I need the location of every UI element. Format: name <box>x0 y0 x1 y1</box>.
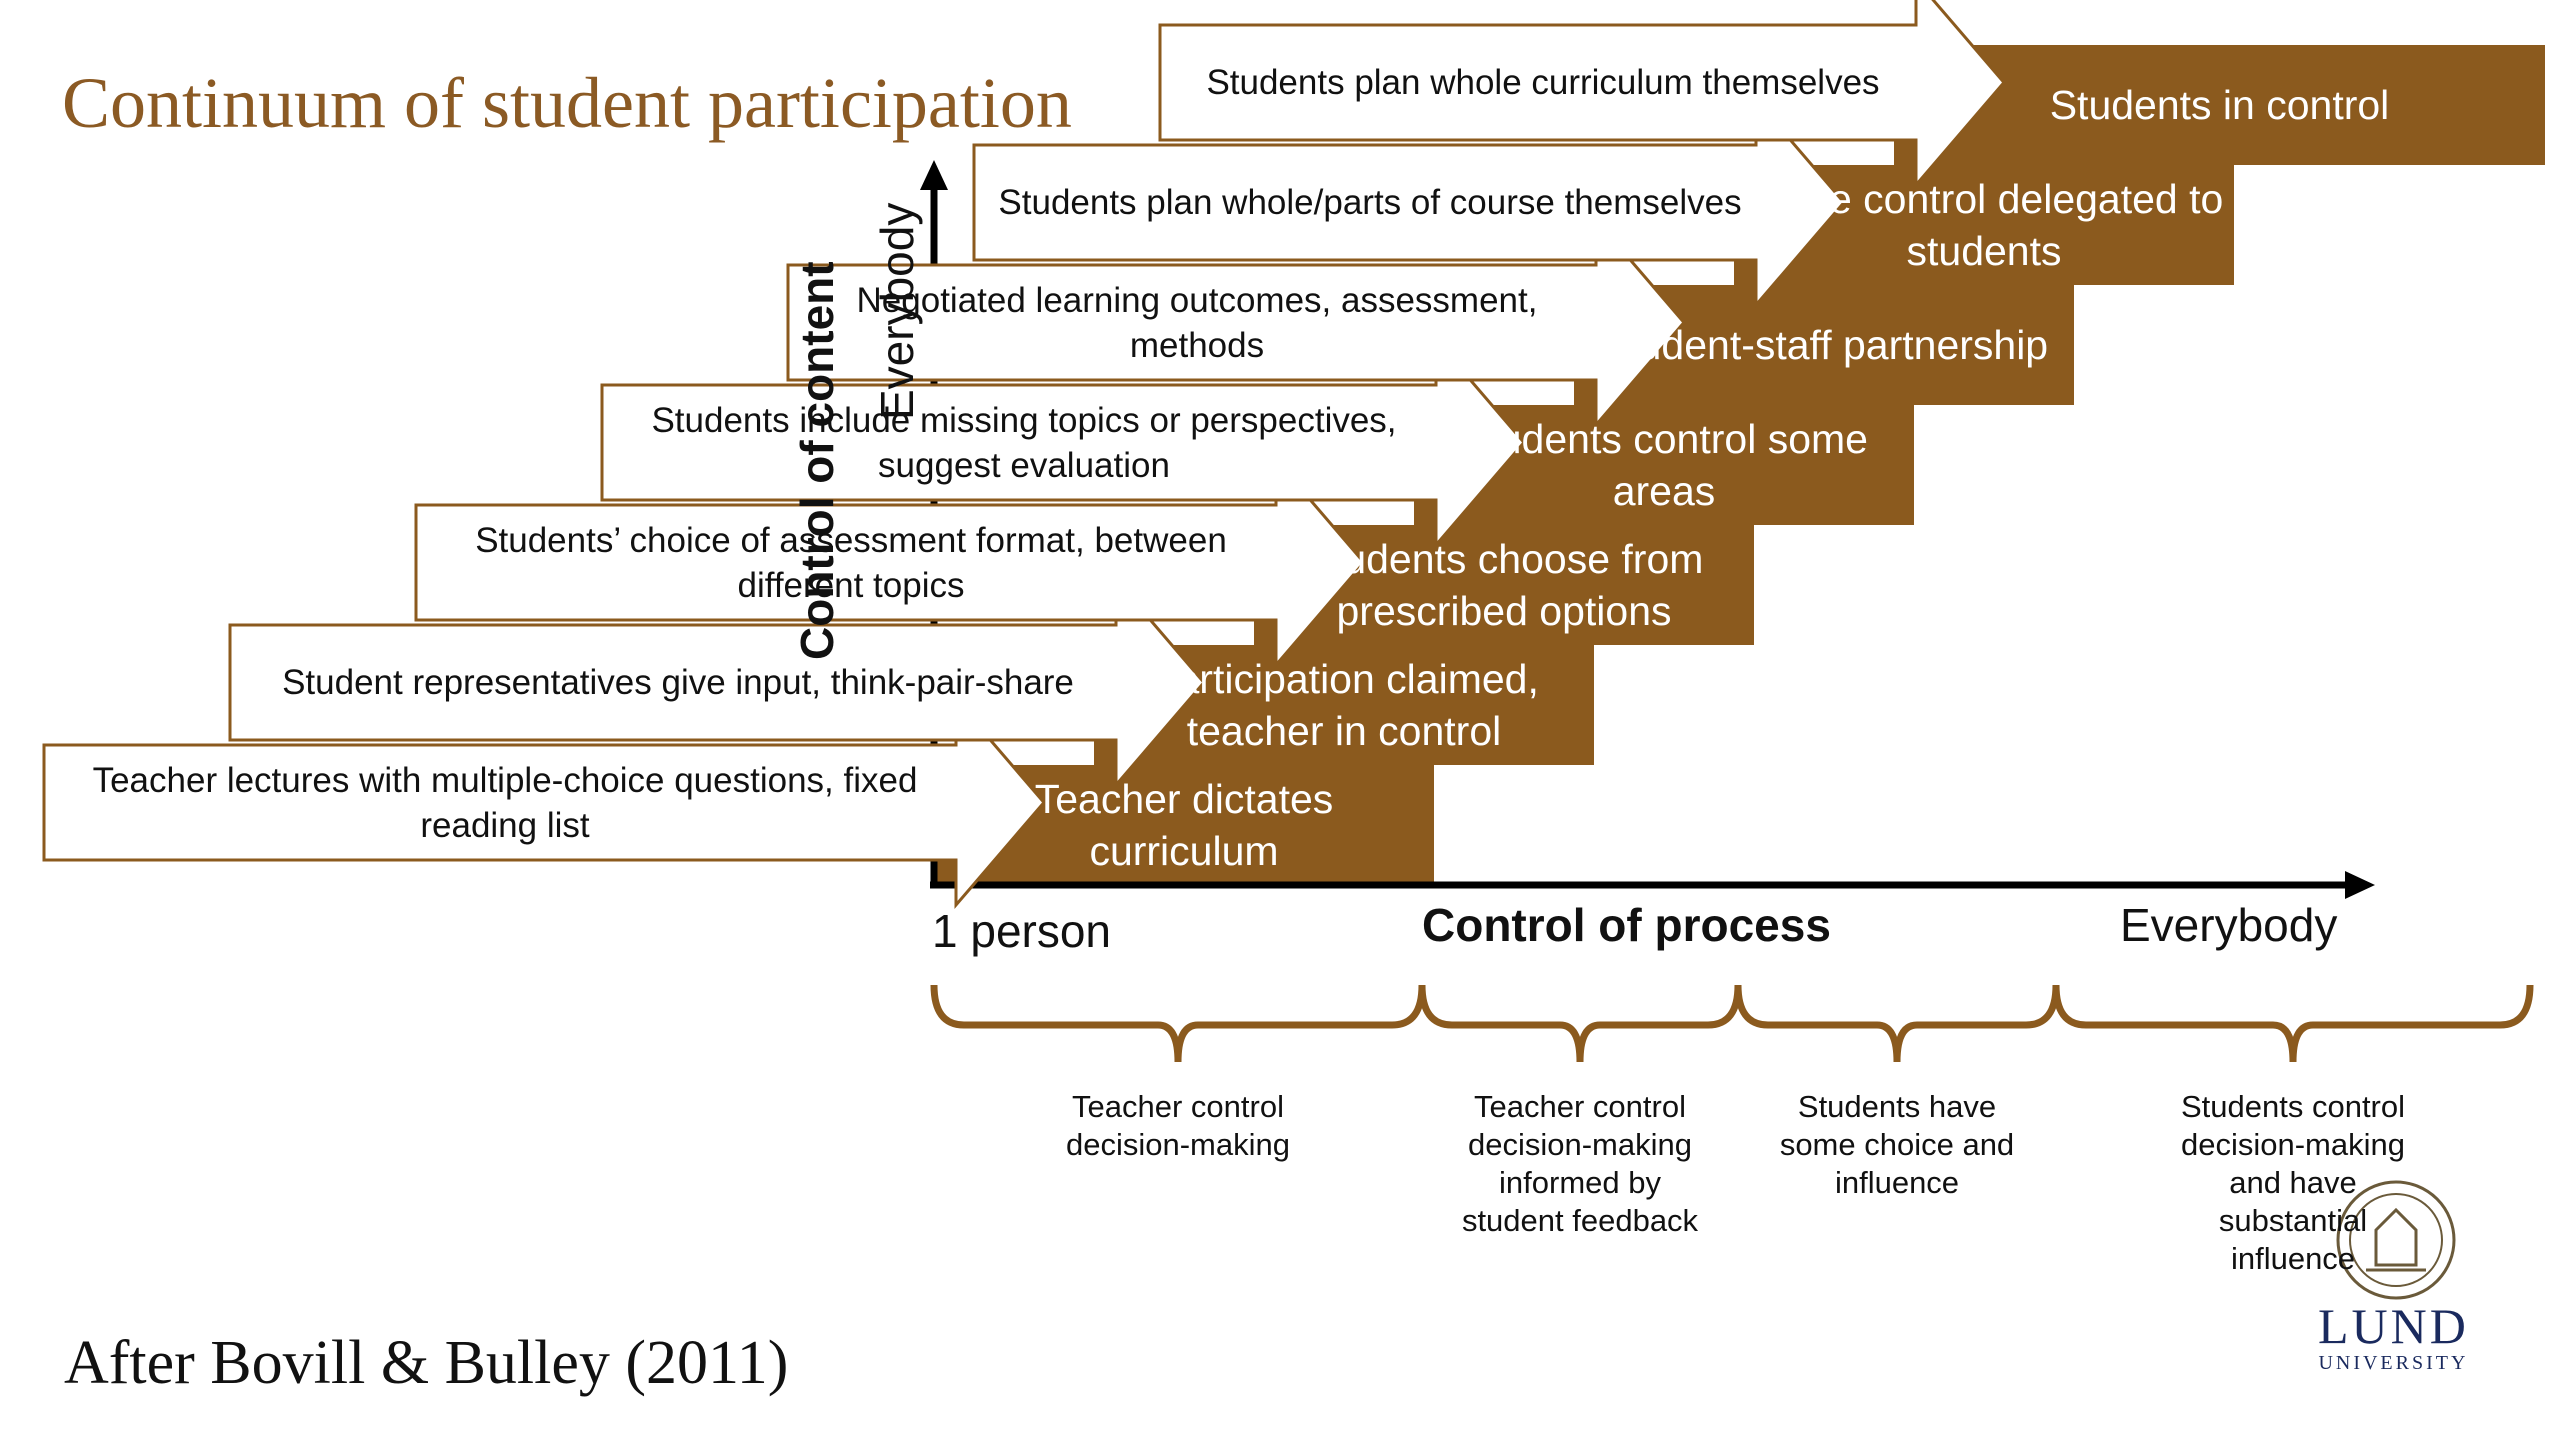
arrow-text-1: Teacher lectures with multiple-choice qu… <box>92 760 918 845</box>
brace-label-3: Students have some choice and influence <box>1779 1089 2015 1200</box>
x-axis-max-label: Everybody <box>2120 899 2338 951</box>
step-label-7: Students in control <box>2049 82 2390 128</box>
arrow-text-3: Students’ choice of assessment format, b… <box>475 520 1227 605</box>
citation: After Bovill & Bulley (2011) <box>64 1329 789 1397</box>
y-axis-label: Control of content <box>791 261 843 660</box>
arrow-text-7: Students plan whole curriculum themselve… <box>1206 63 1880 102</box>
step-block-7 <box>1894 45 2545 165</box>
y-axis-max-label: Everybody <box>871 202 923 420</box>
arrow-text-2: Student representatives give input, thin… <box>282 663 1074 702</box>
brace-1 <box>930 984 1426 1063</box>
arrow-text-6: Students plan whole/parts of course them… <box>998 183 1742 222</box>
step-label-4: Students control some areas <box>1460 416 1868 514</box>
block-arrow-7 <box>1158 0 2006 190</box>
arrow-text-4: Students include missing topics or persp… <box>651 400 1397 485</box>
x-axis-label: Control of process <box>1422 899 1831 951</box>
step-label-2: Participation claimed, teacher in contro… <box>1149 656 1539 754</box>
lund-university-seal-icon <box>2336 1180 2456 1300</box>
x-axis-min-label: 1 person <box>932 905 1112 957</box>
brace-label-1: Teacher control decision-making <box>1066 1089 1290 1162</box>
y-axis-arrowhead <box>920 160 948 190</box>
lund-university-logo: LUND UNIVERSITY <box>2318 1300 2469 1375</box>
logo-sub: UNIVERSITY <box>2318 1352 2469 1374</box>
step-label-5: Student-staff partnership <box>1599 322 2049 368</box>
brace-2 <box>1418 984 1742 1063</box>
brace-4 <box>2052 984 2534 1063</box>
brace-3 <box>1734 984 2060 1063</box>
x-axis-arrowhead <box>2345 871 2375 899</box>
brace-label-4: Students control decision-making and hav… <box>2180 1089 2406 1276</box>
step-label-6: Some control delegated to students <box>1744 176 2224 274</box>
brace-label-2: Teacher control decision-making informed… <box>1461 1089 1699 1238</box>
step-label-1: Teacher dictates curriculum <box>1034 776 1334 874</box>
logo-name: LUND <box>2318 1298 2469 1354</box>
step-label-3: Students choose from prescribed options <box>1304 536 1704 634</box>
arrow-text-5: Negotiated learning outcomes, assessment… <box>856 280 1538 365</box>
slide-title: Continuum of student participation <box>62 63 1072 143</box>
